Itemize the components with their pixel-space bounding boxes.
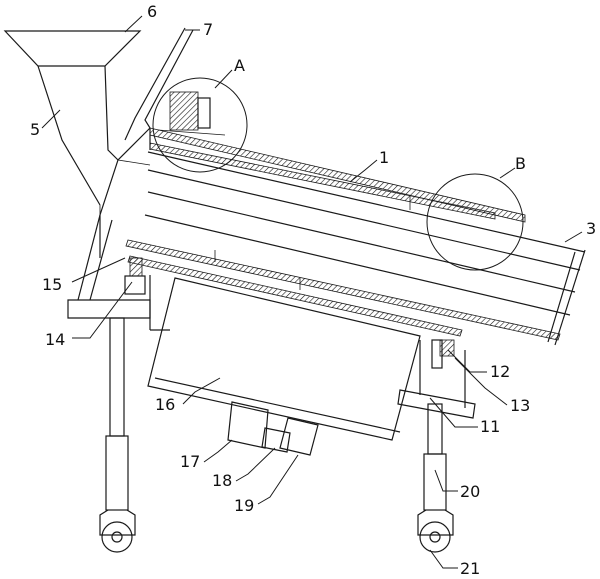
label-19: 19 xyxy=(234,496,254,515)
left-leg xyxy=(99,317,136,553)
label-16: 16 xyxy=(155,395,175,414)
label-18: 18 xyxy=(212,471,232,490)
feed-hopper xyxy=(3,30,151,215)
label-3: 3 xyxy=(586,219,596,238)
label-14: 14 xyxy=(45,330,65,349)
label-12: 12 xyxy=(490,362,510,381)
detail-circle-b xyxy=(426,173,524,271)
label-1: 1 xyxy=(379,148,389,167)
label-20: 20 xyxy=(460,482,480,501)
right-frame xyxy=(397,339,476,419)
label-15: 15 xyxy=(42,275,62,294)
label-11: 11 xyxy=(480,417,500,436)
drum-body xyxy=(99,127,586,346)
label-21: 21 xyxy=(460,559,480,578)
label-13: 13 xyxy=(510,396,530,415)
label-6: 6 xyxy=(147,2,157,21)
part-labels: 6 7 A 5 1 B 3 15 14 12 16 13 11 17 18 20… xyxy=(30,2,596,578)
left-frame xyxy=(67,214,170,331)
collection-box xyxy=(147,277,421,441)
label-17: 17 xyxy=(180,452,200,471)
motor-unit xyxy=(157,91,226,136)
feed-pipe xyxy=(124,27,194,141)
label-detail-a: A xyxy=(234,56,245,75)
label-detail-b: B xyxy=(515,154,526,173)
leader-lines xyxy=(41,15,583,569)
outlet-assembly xyxy=(227,401,319,456)
label-7: 7 xyxy=(203,20,213,39)
label-5: 5 xyxy=(30,120,40,139)
detail-circle-a xyxy=(152,77,248,173)
right-leg xyxy=(417,403,454,553)
